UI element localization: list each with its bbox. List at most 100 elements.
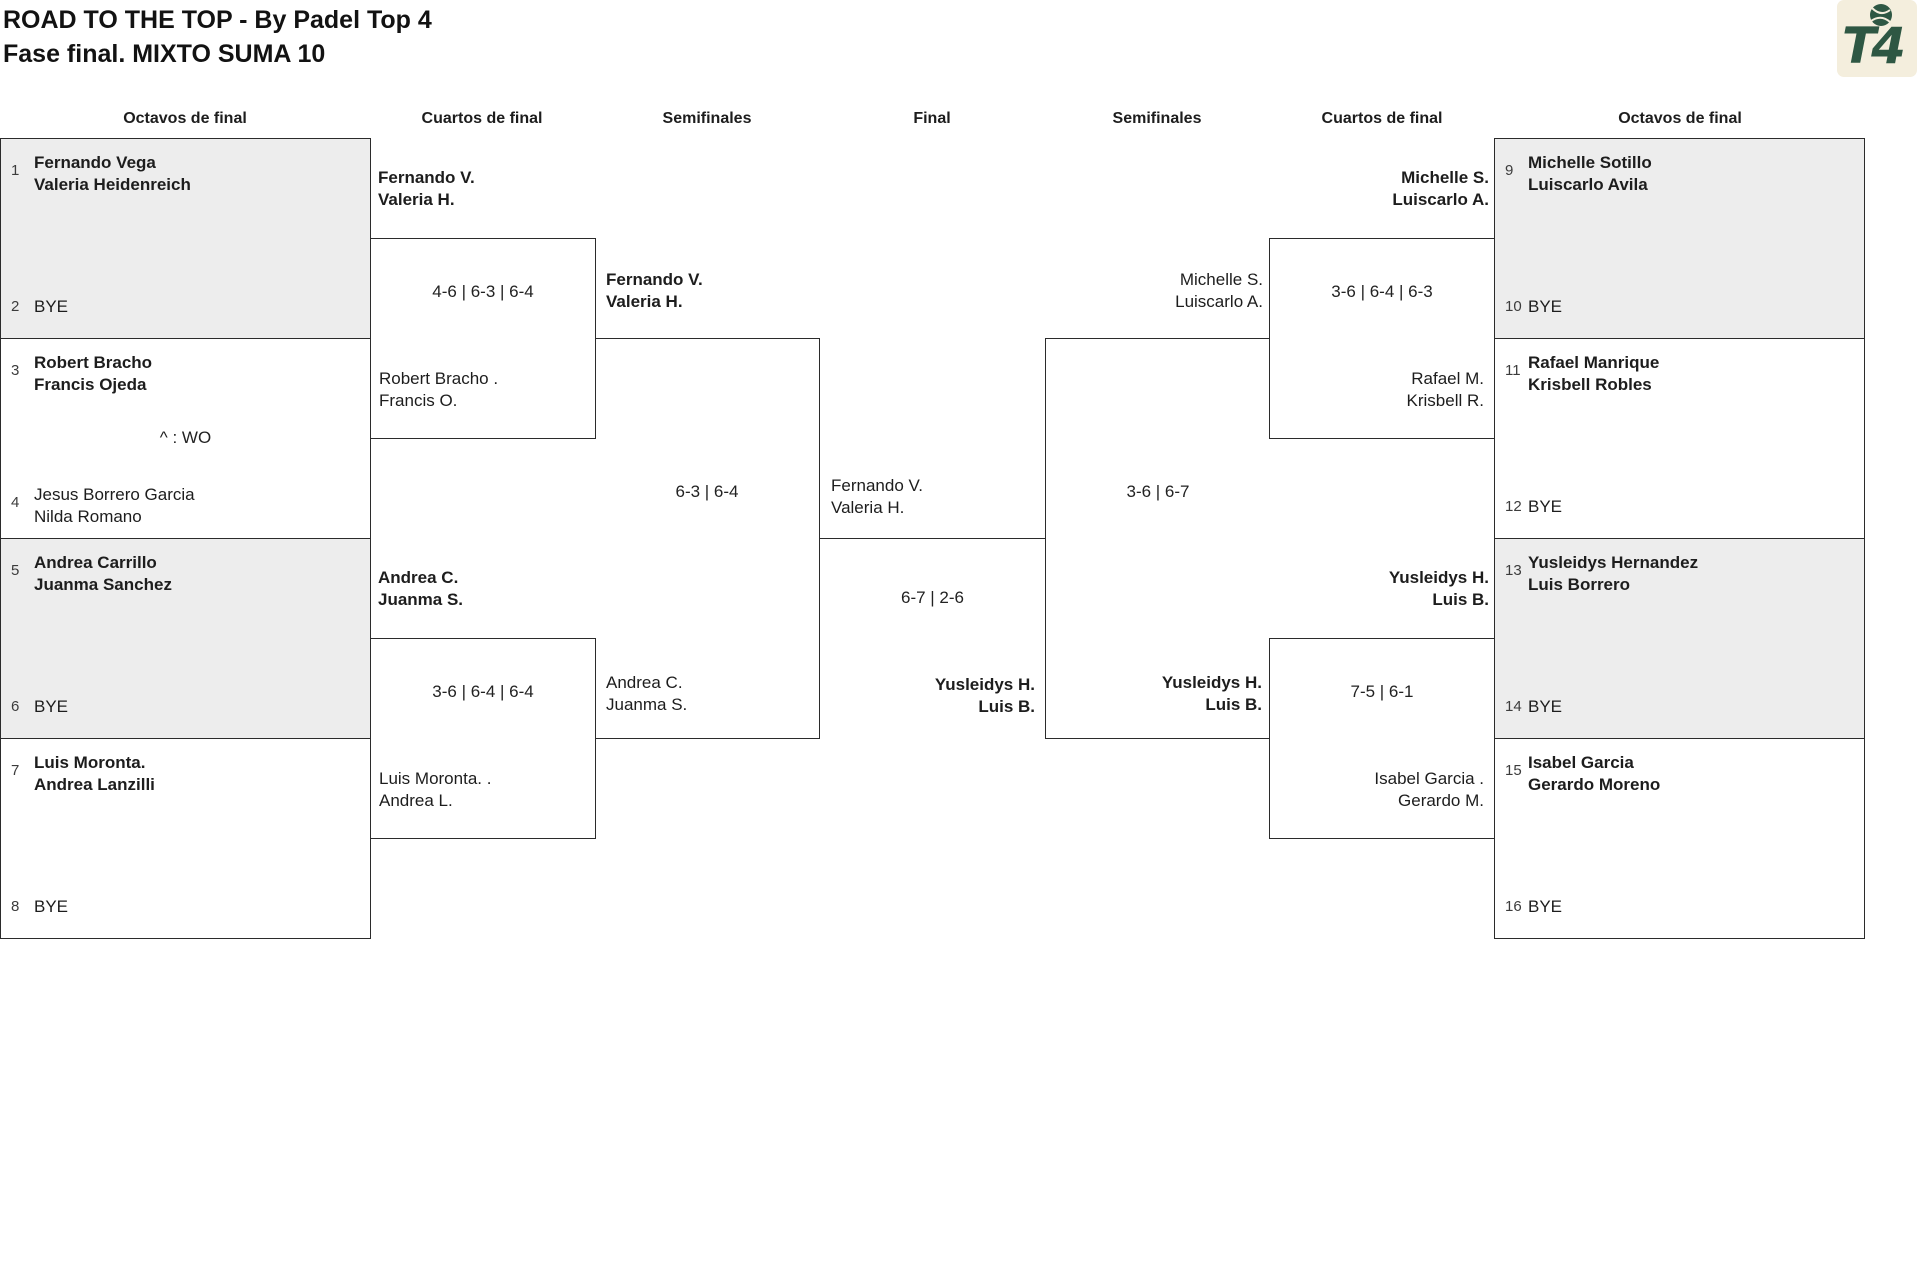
round-header-cuartos-left: Cuartos de final bbox=[421, 110, 543, 127]
final-connector-line bbox=[820, 538, 1045, 539]
round-header-octavos-right: Octavos de final bbox=[1618, 110, 1742, 127]
entrant-bottom: 14 BYE bbox=[1505, 696, 1562, 718]
player-name: Nilda Romano bbox=[34, 507, 142, 526]
sf-entrant-top: Fernando V. Valeria H. bbox=[606, 269, 703, 313]
bye-label: BYE bbox=[1528, 297, 1563, 316]
player-name: Michelle S. bbox=[1401, 168, 1489, 187]
page-title-block: ROAD TO THE TOP - By Padel Top 4 Fase fi… bbox=[3, 3, 432, 71]
seed-number: 11 bbox=[1505, 362, 1521, 379]
entrant-bottom: 6 BYE bbox=[11, 696, 68, 718]
player-name: Luis Moronta. . bbox=[379, 769, 492, 788]
team-name: Andrea Carrillo Juanma Sanchez bbox=[34, 552, 172, 596]
team-name: Fernando Vega Valeria Heidenreich bbox=[34, 152, 191, 196]
walkover-note: ^ : WO bbox=[159, 427, 212, 447]
qf-match-3: 3-6 | 6-4 | 6-3 Rafael M. Krisbell R. bbox=[1269, 238, 1495, 439]
logo-background bbox=[1837, 0, 1917, 77]
player-name: Yusleidys H. bbox=[1161, 673, 1262, 692]
player-name: Isabel Garcia bbox=[1528, 753, 1634, 772]
qf-loser-label: Luis Moronta. . Andrea L. bbox=[379, 768, 491, 812]
player-name: Yusleidys H. bbox=[1388, 568, 1489, 587]
player-name: Valeria H. bbox=[831, 498, 905, 517]
player-name: Rafael Manrique bbox=[1528, 353, 1660, 372]
bye-label: BYE bbox=[34, 697, 69, 716]
team-name: Michelle Sotillo Luiscarlo Avila bbox=[1528, 152, 1652, 196]
player-name: Gerardo Moreno bbox=[1528, 775, 1661, 794]
t4-logo-text: T4 bbox=[1842, 17, 1903, 75]
bye-label: BYE bbox=[1528, 897, 1563, 916]
player-name: Gerardo M. bbox=[1398, 791, 1484, 810]
r16-match-8: 15 Isabel Garcia Gerardo Moreno 16 BYE bbox=[1494, 738, 1865, 939]
entrant-top: 11 Rafael Manrique Krisbell Robles bbox=[1505, 352, 1659, 396]
tournament-subtitle: Fase final. MIXTO SUMA 10 bbox=[3, 40, 326, 68]
entrant-top: 13 Yusleidys Hernandez Luis Borrero bbox=[1505, 552, 1698, 596]
seed-number: 8 bbox=[11, 898, 20, 915]
ball-seam bbox=[1871, 7, 1891, 14]
seed-number: 7 bbox=[11, 762, 20, 779]
entrant-top: 3 Robert Bracho Francis Ojeda bbox=[11, 352, 152, 396]
qf-match-1: 4-6 | 6-3 | 6-4 Robert Bracho . Francis … bbox=[370, 238, 596, 439]
player-name: Andrea C. bbox=[378, 568, 459, 587]
seed-number: 9 bbox=[1505, 162, 1514, 179]
player-name: Luis Moronta. bbox=[34, 753, 146, 772]
player-name: Yusleidys H. bbox=[934, 675, 1035, 694]
team-name: Luis Moronta. Andrea Lanzilli bbox=[34, 752, 155, 796]
player-name: Michelle Sotillo bbox=[1528, 153, 1652, 172]
tournament-title: ROAD TO THE TOP - By Padel Top 4 bbox=[3, 6, 432, 34]
seed-number: 3 bbox=[11, 362, 20, 379]
player-name: Valeria H. bbox=[378, 190, 455, 209]
round-header-semis-left: Semifinales bbox=[662, 110, 752, 127]
ball-seam bbox=[1870, 16, 1891, 23]
r16-match-2: 3 Robert Bracho Francis Ojeda ^ : WO 4 J… bbox=[0, 338, 371, 539]
padel-ball-icon bbox=[1870, 4, 1892, 26]
final-entrant-left: Fernando V. Valeria H. bbox=[831, 475, 923, 519]
round-header-final: Final bbox=[913, 110, 951, 127]
player-name: Luiscarlo A. bbox=[1175, 292, 1263, 311]
player-name: Robert Bracho . bbox=[379, 369, 499, 388]
entrant-bottom: 2 BYE bbox=[11, 296, 68, 318]
final-entrant-right-champion: Yusleidys H. Luis B. bbox=[935, 674, 1035, 718]
seed-number: 5 bbox=[11, 562, 20, 579]
r16-match-7: 13 Yusleidys Hernandez Luis Borrero 14 B… bbox=[1494, 538, 1865, 739]
player-name: Rafael M. bbox=[1411, 369, 1484, 388]
seed-number: 14 bbox=[1505, 698, 1522, 715]
seed-number: 15 bbox=[1505, 762, 1522, 779]
qf-winner-label: Andrea C. Juanma S. bbox=[378, 567, 463, 611]
qf-loser-label: Rafael M. Krisbell R. bbox=[1407, 368, 1484, 412]
match-score: 3-6 | 6-4 | 6-3 bbox=[1331, 282, 1433, 301]
entrant-top: 1 Fernando Vega Valeria Heidenreich bbox=[11, 152, 191, 196]
match-score: 4-6 | 6-3 | 6-4 bbox=[432, 282, 534, 301]
qf-loser-label: Robert Bracho . Francis O. bbox=[379, 368, 498, 412]
sf-match-right: 3-6 | 6-7 Yusleidys H. Luis B. bbox=[1045, 338, 1270, 739]
entrant-top: 7 Luis Moronta. Andrea Lanzilli bbox=[11, 752, 155, 796]
player-name: Francis O. bbox=[379, 391, 458, 410]
team-name: Robert Bracho Francis Ojeda bbox=[34, 352, 152, 396]
player-name: Yusleidys Hernandez bbox=[1528, 553, 1699, 572]
team-name: Jesus Borrero Garcia Nilda Romano bbox=[34, 484, 195, 528]
player-name: Juanma S. bbox=[606, 695, 688, 714]
player-name: Juanma Sanchez bbox=[34, 575, 172, 594]
seed-number: 1 bbox=[11, 162, 20, 179]
player-name: Valeria Heidenreich bbox=[34, 175, 191, 194]
team-name: Yusleidys Hernandez Luis Borrero bbox=[1528, 552, 1698, 596]
r16-match-5: 9 Michelle Sotillo Luiscarlo Avila 10 BY… bbox=[1494, 138, 1865, 339]
seed-number: 16 bbox=[1505, 898, 1522, 915]
entrant-bottom: 12 BYE bbox=[1505, 496, 1562, 518]
player-name: Luis B. bbox=[1432, 590, 1489, 609]
match-score: 6-3 | 6-4 bbox=[675, 482, 739, 501]
qf-winner-label: Fernando V. Valeria H. bbox=[378, 167, 475, 211]
final-score: 6-7 | 2-6 bbox=[900, 588, 964, 607]
player-name: Robert Bracho bbox=[34, 353, 153, 372]
sf-match-left: 6-3 | 6-4 Andrea C. Juanma S. bbox=[595, 338, 820, 739]
seed-number: 6 bbox=[11, 698, 20, 715]
entrant-bottom: 4 Jesus Borrero Garcia Nilda Romano bbox=[11, 484, 195, 528]
r16-match-1: 1 Fernando Vega Valeria Heidenreich 2 BY… bbox=[0, 138, 371, 339]
player-name: Krisbell Robles bbox=[1528, 375, 1652, 394]
entrant-bottom: 10 BYE bbox=[1505, 296, 1562, 318]
bye-label: BYE bbox=[1528, 497, 1563, 516]
seed-number: 2 bbox=[11, 298, 20, 315]
player-name: Fernando V. bbox=[378, 168, 475, 187]
round-header-cuartos-right: Cuartos de final bbox=[1321, 110, 1443, 127]
r16-match-6: 11 Rafael Manrique Krisbell Robles 12 BY… bbox=[1494, 338, 1865, 539]
team-name: Rafael Manrique Krisbell Robles bbox=[1528, 352, 1659, 396]
